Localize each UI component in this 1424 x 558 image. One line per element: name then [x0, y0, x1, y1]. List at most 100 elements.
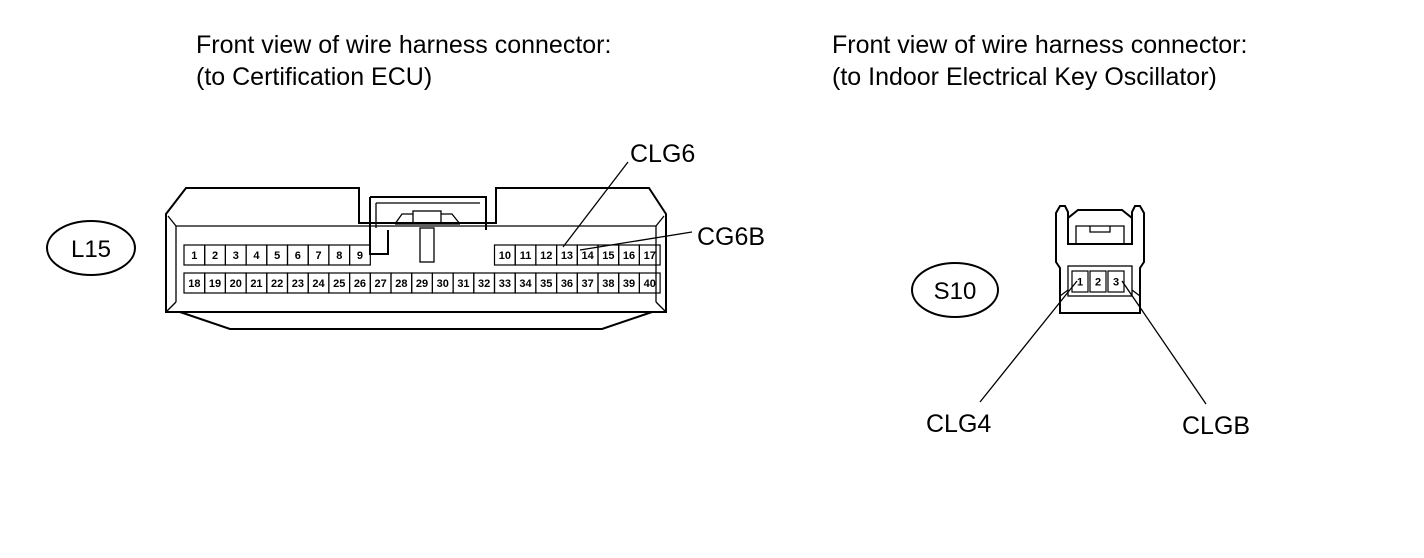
pin-cell-12: 12 — [535, 244, 558, 266]
pin-cell-11: 11 — [514, 244, 537, 266]
pin-number: 17 — [644, 250, 656, 262]
pin-cell-2: 2 — [1089, 270, 1107, 293]
pin-cell-7: 7 — [307, 244, 330, 266]
pin-number: 7 — [315, 250, 321, 262]
pin-number: 30 — [437, 278, 449, 290]
pin-cell-22: 22 — [266, 272, 289, 294]
pin-cell-10: 10 — [493, 244, 516, 266]
pin-number: 21 — [250, 278, 262, 290]
pin-cell-23: 23 — [286, 272, 309, 294]
pin-number: 19 — [209, 278, 221, 290]
clgb-label: CLGB — [1182, 412, 1250, 440]
pin-cell-33: 33 — [493, 272, 516, 294]
pin-cell-28: 28 — [390, 272, 413, 294]
s10-heading-line2: (to Indoor Electrical Key Oscillator) — [832, 63, 1217, 91]
pin-number: 3 — [233, 250, 239, 262]
l15-connector-housing — [165, 187, 667, 330]
s10-connector-housing — [1055, 205, 1145, 314]
pin-number: 11 — [520, 250, 532, 262]
pin-cell-24: 24 — [307, 272, 330, 294]
pin-box — [349, 244, 371, 266]
pin-number: 24 — [312, 278, 325, 290]
pin-number: 34 — [519, 278, 532, 290]
pin-number: 16 — [623, 250, 635, 262]
pin-cell-25: 25 — [328, 272, 351, 294]
cg6b-leader-line — [579, 231, 693, 251]
pin-number: 28 — [395, 278, 407, 290]
pin-number: 4 — [253, 250, 260, 262]
pin-cell-38: 38 — [597, 272, 620, 294]
pin-cell-17: 17 — [638, 244, 661, 266]
pin-cell-30: 30 — [431, 272, 454, 294]
pin-box — [1107, 270, 1125, 293]
pin-number: 39 — [623, 278, 635, 290]
pin-cell-20: 20 — [224, 272, 247, 294]
pin-cell-9: 9 — [349, 244, 371, 266]
pin-number: 27 — [375, 278, 387, 290]
pin-number: 18 — [188, 278, 200, 290]
pin-number: 35 — [540, 278, 552, 290]
pin-cell-18: 18 — [183, 272, 206, 294]
pin-cell-37: 37 — [576, 272, 599, 294]
clg4-leader-line — [979, 280, 1078, 403]
pin-number: 23 — [292, 278, 304, 290]
pin-cell-26: 26 — [349, 272, 371, 294]
s10-connector-heading: Front view of wire harness connector: (t… — [832, 29, 1247, 93]
clg6-label: CLG6 — [630, 140, 695, 168]
pin-cell-3: 3 — [224, 244, 247, 266]
clg6-leader-line — [562, 161, 629, 248]
pin-number: 9 — [357, 250, 363, 262]
s10-callout-clgb: CLGB — [1121, 280, 1250, 440]
pin-number: 33 — [499, 278, 511, 290]
pin-cell-27: 27 — [369, 272, 392, 294]
pin-number: 37 — [582, 278, 594, 290]
l15-heading-line2: (to Certification ECU) — [196, 63, 433, 91]
pin-number: 32 — [478, 278, 490, 290]
pin-number: 10 — [499, 250, 511, 262]
pin-number: 26 — [354, 278, 366, 290]
pin-number: 8 — [336, 250, 342, 262]
pin-number: 15 — [602, 250, 614, 262]
pin-cell-32: 32 — [473, 272, 496, 294]
pin-number: 29 — [416, 278, 428, 290]
pin-cell-36: 36 — [555, 272, 578, 294]
pin-cell-21: 21 — [245, 272, 268, 294]
pin-cell-16: 16 — [618, 244, 641, 266]
pin-cell-1: 1 — [183, 244, 206, 266]
pin-number: 2 — [212, 250, 218, 262]
s10-callout-clg4: CLG4 — [926, 280, 1078, 438]
pin-number: 22 — [271, 278, 283, 290]
cg6b-label: CG6B — [697, 223, 765, 251]
pin-cell-35: 35 — [535, 272, 558, 294]
pin-cell-34: 34 — [514, 272, 537, 294]
pin-cell-31: 31 — [452, 272, 475, 294]
pin-number: 6 — [295, 250, 301, 262]
pin-number: 12 — [540, 250, 552, 262]
l15-callout-cg6b: CG6B — [579, 223, 765, 251]
clg4-label: CLG4 — [926, 410, 991, 438]
pin-cell-4: 4 — [245, 244, 268, 266]
pin-cell-3: 3 — [1107, 270, 1125, 293]
l15-badge: L15 — [46, 220, 136, 276]
pin-number: 31 — [457, 278, 469, 290]
pin-cell-19: 19 — [204, 272, 226, 294]
s10-heading-line1: Front view of wire harness connector: — [832, 31, 1248, 59]
pin-number: 5 — [274, 250, 280, 262]
pin-number: 14 — [582, 250, 595, 262]
pin-number: 38 — [602, 278, 614, 290]
pin-number: 25 — [333, 278, 345, 290]
pin-number: 36 — [561, 278, 573, 290]
pin-cell-29: 29 — [411, 272, 434, 294]
pin-cell-8: 8 — [328, 244, 351, 266]
pin-box — [1089, 270, 1107, 293]
pin-cell-5: 5 — [266, 244, 289, 266]
pin-box — [1071, 270, 1089, 293]
s10-badge-label: S10 — [934, 278, 977, 305]
pin-number: 1 — [191, 250, 197, 262]
pin-number: 13 — [561, 250, 573, 262]
pin-box — [638, 244, 661, 266]
l15-badge-label: L15 — [71, 236, 111, 263]
